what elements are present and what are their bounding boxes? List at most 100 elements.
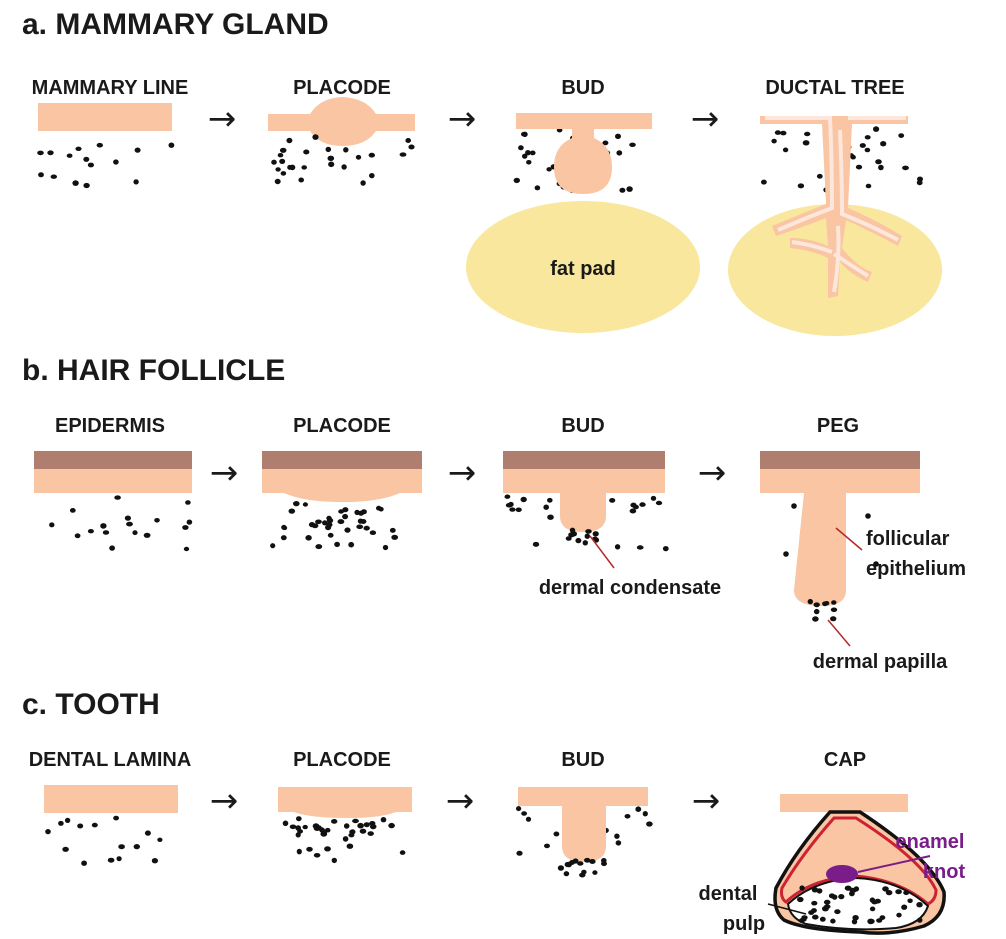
dermal-papilla-leader xyxy=(828,620,850,646)
mesenchymal-cell xyxy=(630,509,637,514)
stage-label-peg: PEG xyxy=(817,415,859,437)
tooth-placode-epithelium xyxy=(278,787,412,818)
mesenchymal-cell xyxy=(314,853,321,858)
mesenchymal-cell xyxy=(47,150,53,155)
mesenchymal-cell xyxy=(865,148,871,153)
epidermis-mesenchyme-cells xyxy=(49,495,192,551)
mesenchymal-cell xyxy=(882,886,889,891)
mesenchymal-cell xyxy=(118,844,125,849)
mesenchymal-cell xyxy=(400,152,407,156)
mesenchymal-cell xyxy=(287,165,292,170)
mesenchymal-cell xyxy=(896,913,901,918)
hair-bud-body xyxy=(503,469,665,532)
tooth-placode-mesenchyme-cells xyxy=(283,821,406,864)
peg-dark-layer xyxy=(760,451,920,469)
mesenchymal-cell xyxy=(801,917,807,921)
mesenchymal-cell xyxy=(327,518,333,523)
arrow-icon: → xyxy=(210,453,239,493)
mesenchymal-cell xyxy=(845,886,852,891)
mesenchymal-cell xyxy=(126,522,133,527)
mesenchymal-cell xyxy=(878,165,884,171)
mesenchymal-cell xyxy=(113,159,119,164)
stage-label-epidermis: EPIDERMIS xyxy=(55,415,165,437)
mesenchymal-cell xyxy=(290,825,297,830)
mesenchymal-cell xyxy=(637,545,644,549)
mesenchymal-cell xyxy=(547,515,554,520)
mesenchymal-cell xyxy=(798,183,804,188)
mesenchymal-cell xyxy=(873,126,879,132)
mesenchymal-cell xyxy=(81,861,87,866)
section-title-tooth: c. TOOTH xyxy=(22,688,160,721)
mesenchymal-cell xyxy=(783,148,788,153)
mesenchymal-cell xyxy=(635,806,641,812)
mesenchymal-cell xyxy=(328,533,334,538)
mesenchymal-cell xyxy=(616,840,622,845)
epidermis-basal-layer xyxy=(34,469,192,493)
mesenchymal-cell xyxy=(629,143,636,147)
mammary-line-mesenchyme-cells xyxy=(37,143,174,189)
mesenchymal-cell xyxy=(831,608,837,613)
mesenchymal-cell xyxy=(270,543,275,548)
mesenchymal-cell xyxy=(342,507,348,512)
mesenchymal-cell xyxy=(135,148,141,153)
mesenchymal-cell xyxy=(516,806,521,811)
arrow-icon: → xyxy=(210,781,239,821)
mesenchymal-cell xyxy=(133,179,138,184)
mesenchymal-cell xyxy=(303,150,309,155)
mesenchymal-cell xyxy=(51,175,57,179)
mesenchymal-cell xyxy=(315,544,322,549)
mesenchymal-cell xyxy=(185,500,191,505)
mesenchymal-cell xyxy=(814,602,820,607)
mesenchymal-cell xyxy=(625,814,631,819)
mesenchymal-cell xyxy=(646,821,653,826)
mesenchymal-cell xyxy=(811,901,817,906)
mesenchymal-cell xyxy=(117,856,122,861)
mesenchymal-cell xyxy=(616,150,622,155)
arrow-icon: → xyxy=(448,99,477,139)
hair-placode-dark-layer xyxy=(262,451,422,469)
mesenchymal-cell xyxy=(368,831,374,836)
mesenchymal-cell xyxy=(856,165,862,170)
mesenchymal-cell xyxy=(761,180,767,185)
section-title-hair: b. HAIR FOLLICLE xyxy=(22,354,285,387)
mesenchymal-cell xyxy=(509,507,515,511)
mesenchymal-cell xyxy=(522,132,528,137)
cap-oral-epithelium xyxy=(780,794,908,812)
mesenchymal-cell xyxy=(381,817,387,822)
mesenchymal-cell xyxy=(88,163,94,168)
mesenchymal-cell xyxy=(831,600,836,605)
mesenchymal-cell xyxy=(391,535,398,540)
mesenchymal-cell xyxy=(376,506,381,511)
mesenchymal-cell xyxy=(804,132,810,136)
mesenchymal-cell xyxy=(609,498,615,503)
mesenchymal-cell xyxy=(533,542,539,547)
mesenchymal-cell xyxy=(341,164,346,169)
mesenchymal-cell xyxy=(360,829,367,834)
hair-bud-dark-layer xyxy=(503,451,665,469)
mesenchymal-cell xyxy=(72,180,78,186)
mesenchymal-cell xyxy=(543,505,549,510)
mesenchymal-cell xyxy=(558,865,564,871)
mesenchymal-cell xyxy=(360,519,366,524)
mesenchymal-cell xyxy=(369,153,375,158)
mesenchymal-cell xyxy=(280,148,287,153)
mesenchymal-cell xyxy=(315,520,322,525)
mesenchymal-cell xyxy=(303,825,308,829)
mesenchymal-cell xyxy=(516,851,522,856)
mesenchymal-cell xyxy=(275,179,281,184)
enamel-knot-label-line1: enamel xyxy=(896,831,965,853)
mesenchymal-cell xyxy=(383,545,388,550)
mesenchymal-cell xyxy=(852,919,857,924)
mesenchymal-cell xyxy=(812,616,819,621)
mesenchymal-cell xyxy=(114,495,121,499)
mesenchymal-cell xyxy=(521,811,527,816)
mesenchymal-cell xyxy=(58,821,64,826)
mesenchymal-cell xyxy=(575,538,581,543)
mesenchymal-cell xyxy=(49,522,54,527)
mesenchymal-cell xyxy=(271,160,277,165)
mesenchymal-cell xyxy=(328,156,335,161)
mesenchymal-cell xyxy=(506,503,513,508)
mesenchymal-cell xyxy=(312,134,318,140)
mesenchymal-cell xyxy=(593,531,599,536)
mesenchymal-cell xyxy=(834,909,840,914)
